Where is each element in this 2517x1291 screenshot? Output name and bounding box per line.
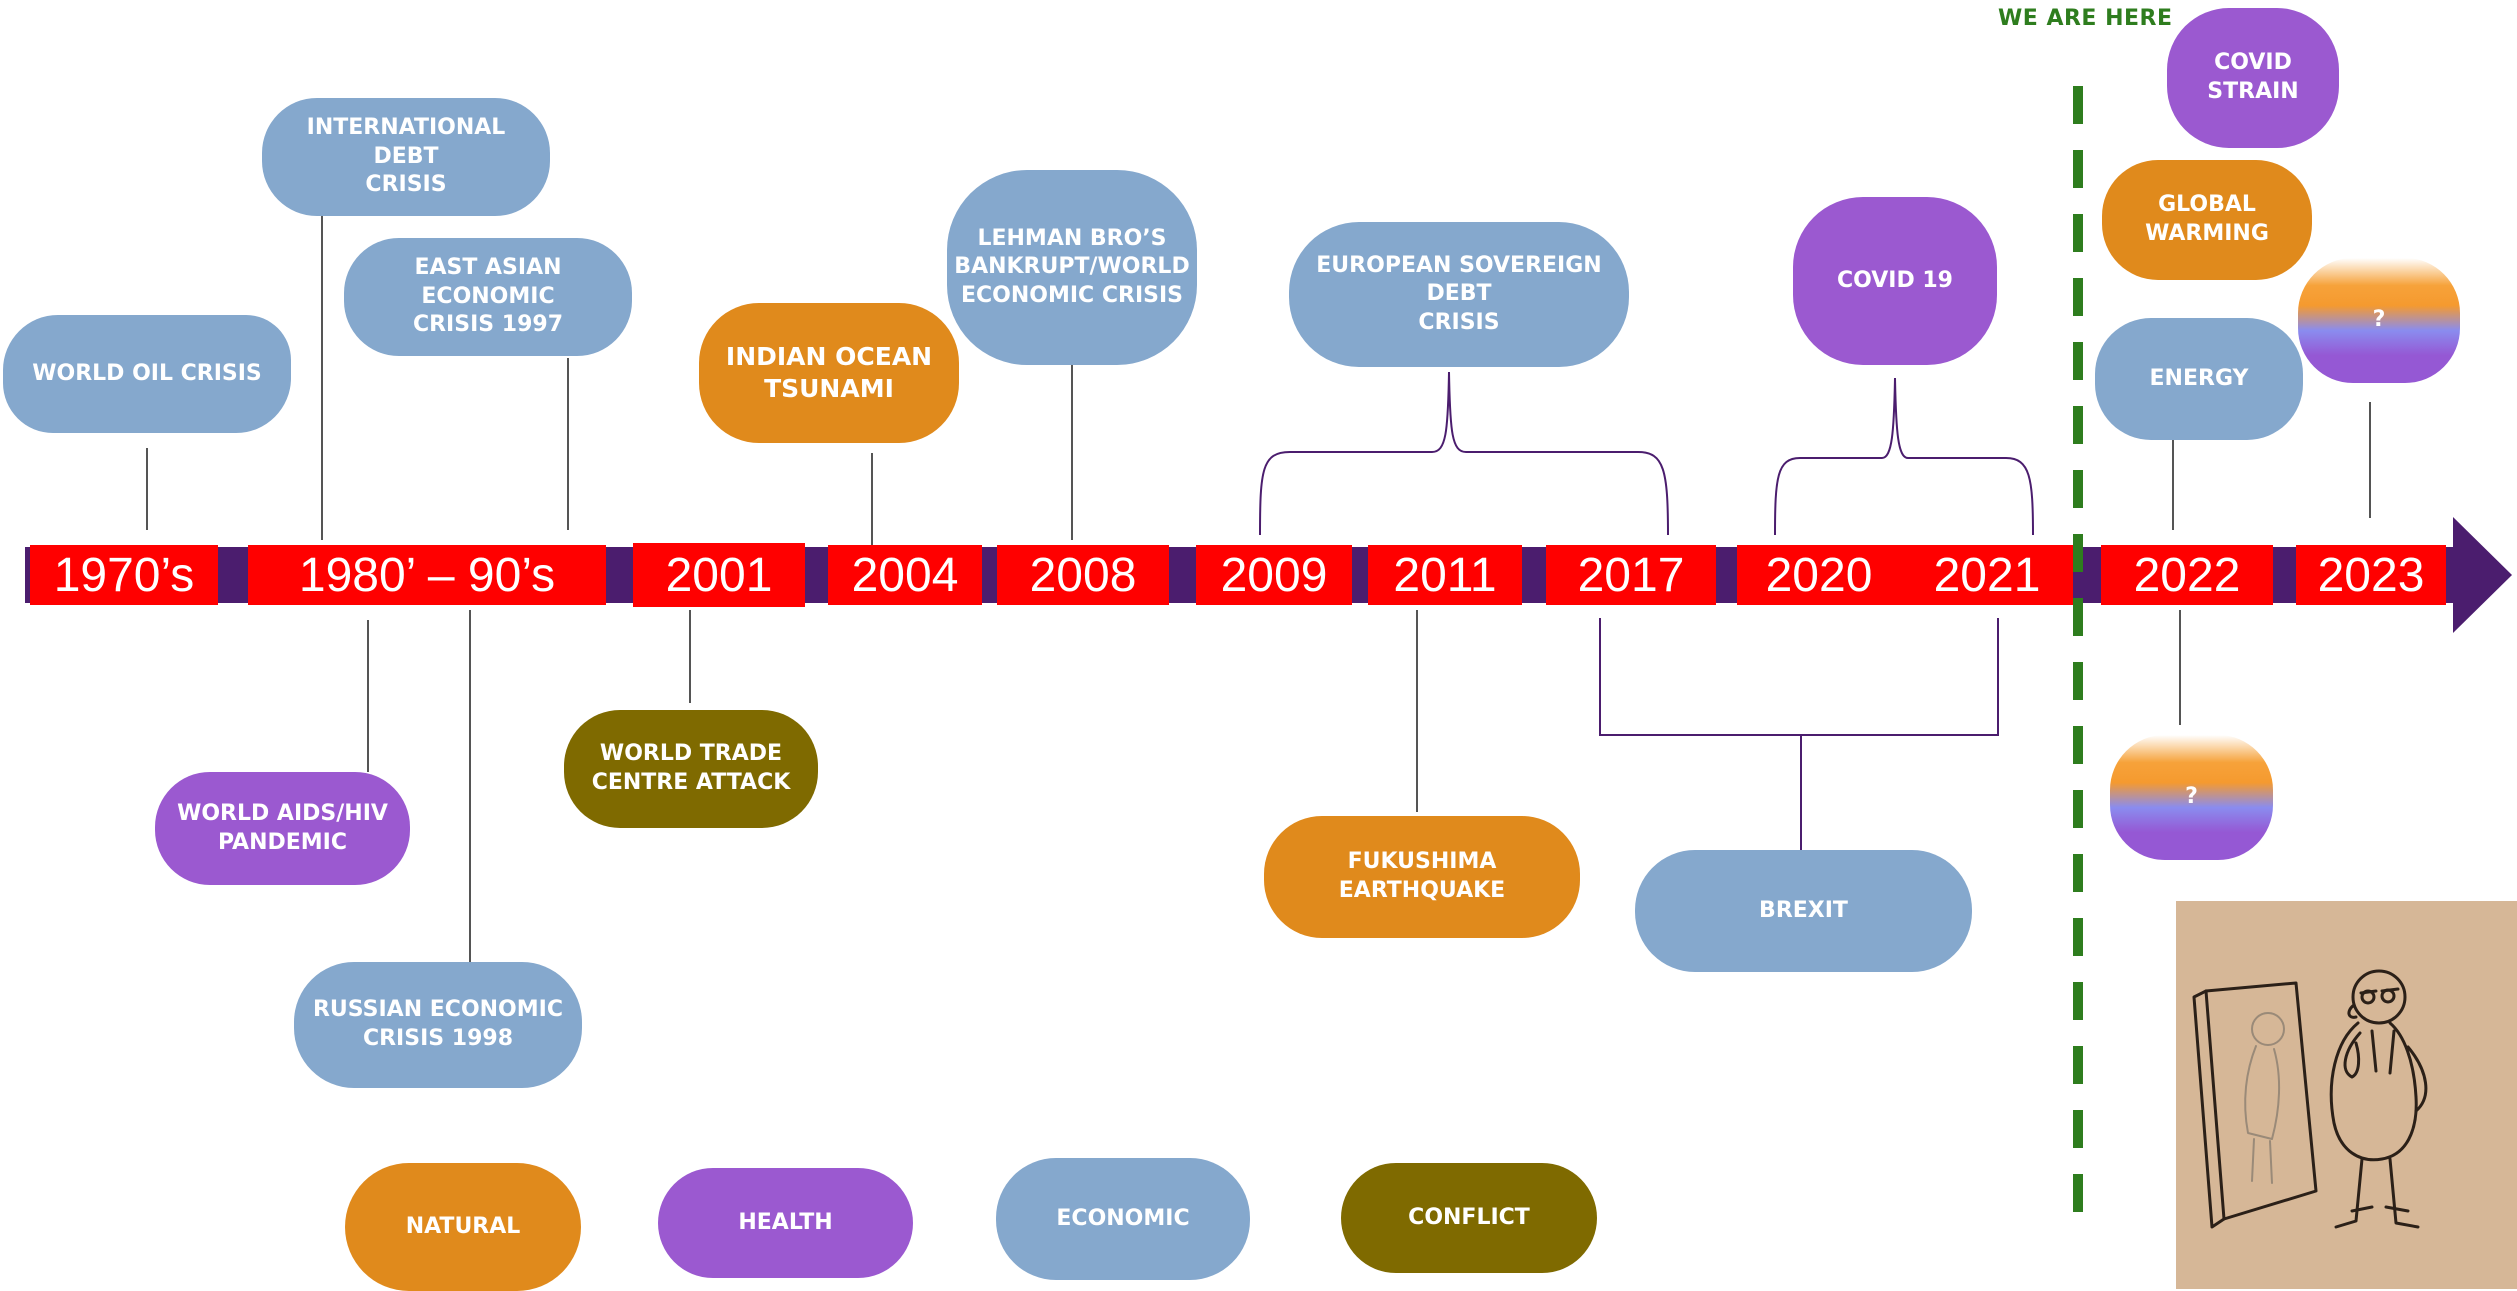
bracket-covid19 [1774,377,2034,536]
bracket-brexit [1599,618,1999,852]
event-unknown-2023: ? [2298,258,2460,383]
event-russian-crisis: RUSSIAN ECONOMIC CRISIS 1998 [294,962,582,1088]
event-unknown-2022: ? [2110,735,2273,860]
timeline-arrow [2453,517,2512,633]
year-2022: 2022 [2101,545,2273,605]
event-brexit: BREXIT [1635,850,1972,972]
year-2009: 2009 [1196,545,1352,605]
event-covid19: COVID 19 [1793,197,1997,365]
event-covid-strain: COVID STRAIN [2167,8,2339,148]
event-east-asian-crisis: EAST ASIAN ECONOMIC CRISIS 1997 [344,238,632,356]
legend-economic: ECONOMIC [996,1158,1250,1280]
legend-conflict: CONFLICT [1341,1163,1597,1273]
event-indian-ocean-tsunami: INDIAN OCEAN TSUNAMI [699,303,959,443]
mirror-cartoon-image [2176,901,2517,1289]
event-global-warming: GLOBAL WARMING [2102,160,2312,280]
event-world-aids-pandemic: WORLD AIDS/HIV PANDEMIC [155,772,410,885]
we-are-here-label: WE ARE HERE [1998,6,2173,31]
year-2020: 2020 [1737,545,1901,605]
event-wtc-attack: WORLD TRADE CENTRE ATTACK [564,710,818,828]
event-lehman-crisis: LEHMAN BRO’S BANKRUPT/WORLD ECONOMIC CRI… [947,170,1197,365]
year-1970s: 1970’s [30,545,218,605]
year-2001: 2001 [633,543,805,607]
year-2008: 2008 [997,545,1169,605]
legend-health: HEALTH [658,1168,913,1278]
event-fukushima-earthquake: FUKUSHIMA EARTHQUAKE [1264,816,1580,938]
event-european-sovereign-debt: EUROPEAN SOVEREIGN DEBT CRISIS [1289,222,1629,367]
event-energy: ENERGY [2095,318,2303,440]
year-2021: 2021 [1901,545,2073,605]
bracket-european-debt [1259,371,1669,536]
year-1980s-90s: 1980’ – 90’s [248,545,606,605]
event-international-debt-crisis: INTERNATIONAL DEBT CRISIS [262,98,550,216]
event-world-oil-crisis: WORLD OIL CRISIS [3,315,291,433]
year-2004: 2004 [828,545,982,605]
legend-natural: NATURAL [345,1163,581,1291]
year-2023: 2023 [2296,545,2446,605]
year-2011: 2011 [1368,545,1522,605]
year-2017: 2017 [1546,545,1716,605]
